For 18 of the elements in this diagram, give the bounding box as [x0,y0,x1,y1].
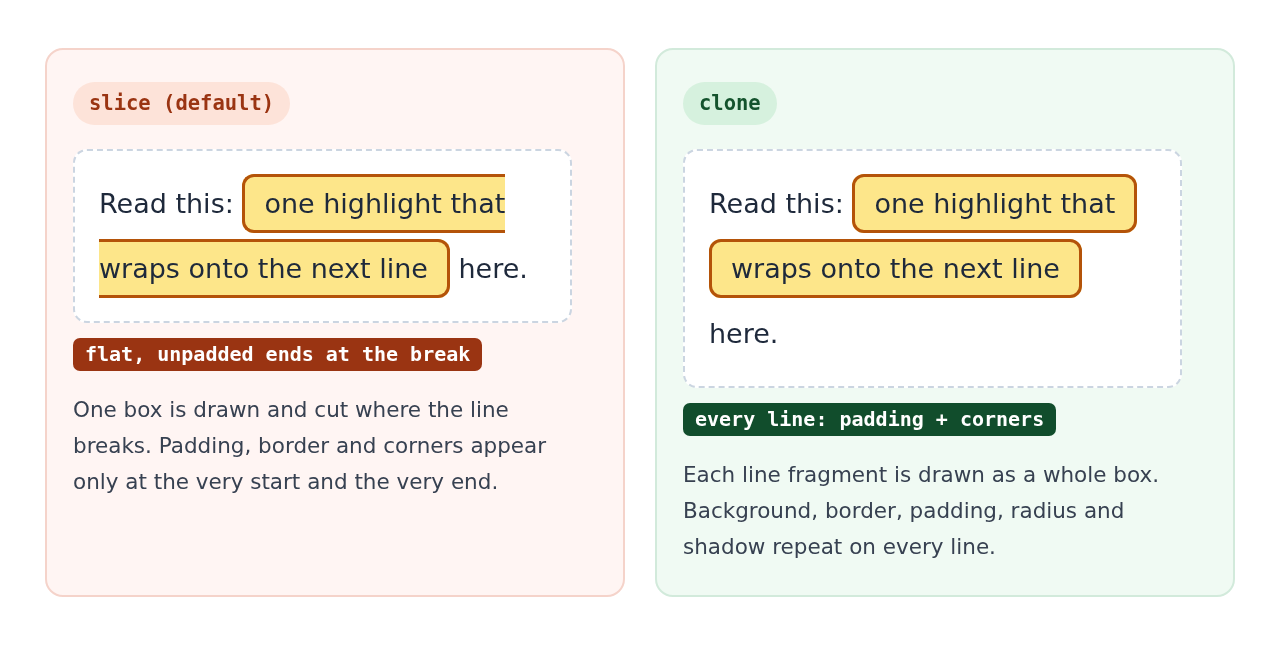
highlighted-phrase: one highlight that [852,174,1138,233]
highlighted-phrase: one highlight that [242,174,506,233]
comparison-card [655,48,1235,597]
result-tag: every line: padding + corners [683,403,1057,436]
sentence-text: Read this: [709,188,844,219]
result-tag: flat, unpadded ends at the break [73,338,483,371]
mode-tag: slice (default) [73,82,291,125]
sentence-text: here. [458,253,528,284]
description-text: Each line fragment is drawn as a whole box. Background, border, padding, radius and shadow repeat on every line. [683,461,1160,561]
sentence-text: here. [709,318,779,349]
example-frame [683,149,1182,388]
example-frame [73,149,572,323]
comparison-card [45,48,625,597]
mode-tag: clone [683,82,777,125]
sentence-text: Read this: [99,188,234,219]
highlighted-phrase: wraps onto the next line [709,239,1082,298]
highlighted-phrase: wraps onto the next line [99,239,450,298]
description-text: One box is drawn and cut where the line breaks. Padding, border and corners appear only at the very start and the very end. [73,396,548,496]
